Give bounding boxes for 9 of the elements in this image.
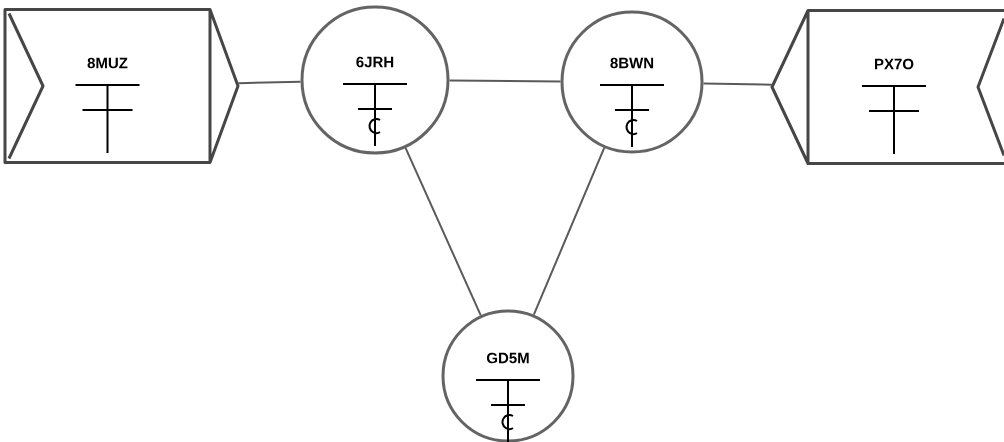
connector-line — [532, 146, 606, 316]
circle-node: 6JRH — [300, 5, 450, 155]
connector-line — [448, 79, 562, 83]
circle-node: 8BWN — [560, 10, 704, 154]
chevron-box: PX7O — [770, 9, 1004, 165]
connector-line — [702, 82, 773, 86]
connector-line — [237, 80, 302, 85]
chevron-box: 8MUZ — [3, 8, 240, 164]
connector-line — [404, 146, 482, 317]
